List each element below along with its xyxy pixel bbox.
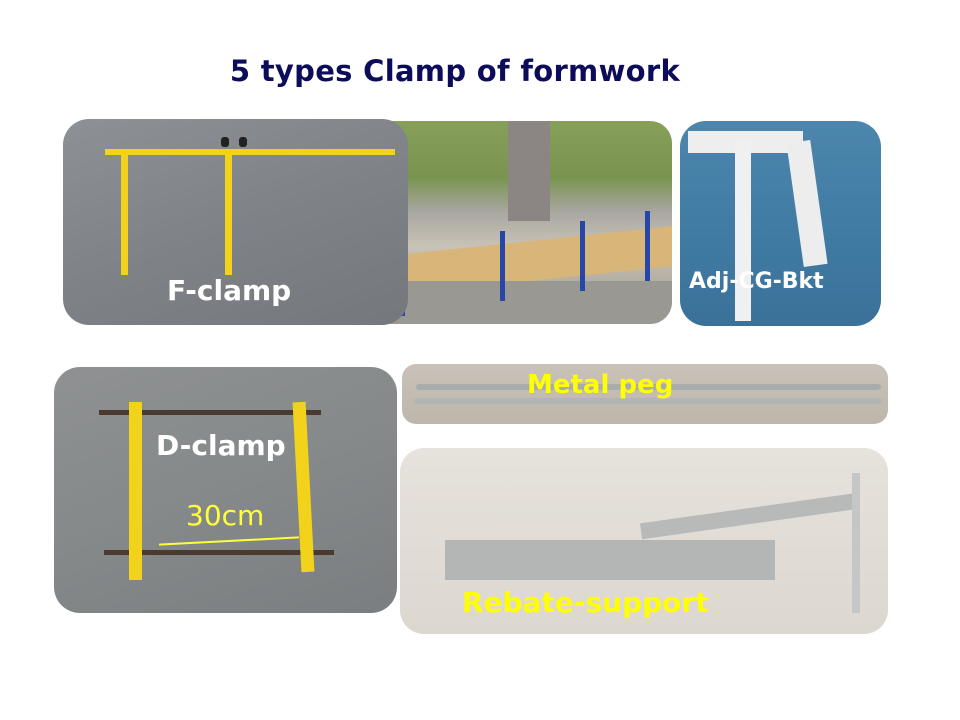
bracket-arm [786,139,828,268]
adj-cg-bkt-photo: Adj-CG-Bkt [680,121,881,326]
support-arm [639,492,861,540]
metal-peg-label: Metal peg [527,370,674,400]
f-clamp-photo: F-clamp [63,119,408,325]
yellow-bar-left [129,402,142,580]
page-title: 5 types Clamp of formwork [229,54,681,88]
blue-bracket [580,221,585,291]
adj-cg-bkt-label: Adj-CG-Bkt [689,269,824,294]
clamp-knob [239,137,247,147]
blue-bracket [500,231,505,301]
threaded-rod-top [99,410,321,415]
dimension-label: 30cm [186,499,265,532]
rebate-support-photo: Rebate-support [400,448,888,634]
f-clamp-label: F-clamp [167,274,292,307]
rebate-support-label: Rebate-support [462,586,709,619]
block-wall [390,281,672,324]
peg-rod [416,384,881,390]
formwork-site-photo [390,121,672,324]
clamp-leg-left [121,149,128,275]
support-channel [445,540,775,580]
yellow-bar-right [292,401,315,573]
d-clamp-photo: D-clamp 30cm [54,367,397,613]
worker [508,121,550,221]
threaded-rod-bottom [104,550,334,555]
clamp-knob [221,137,229,147]
peg-rod [414,398,882,404]
d-clamp-label: D-clamp [156,429,286,462]
dimension-arrow [159,536,299,546]
clamp-top-bar [105,149,395,155]
metal-peg-photo: Metal peg [402,364,888,424]
blue-bracket [645,211,650,281]
bracket-stem [735,141,751,321]
clamp-leg-right [225,149,232,275]
support-plate [852,473,860,613]
